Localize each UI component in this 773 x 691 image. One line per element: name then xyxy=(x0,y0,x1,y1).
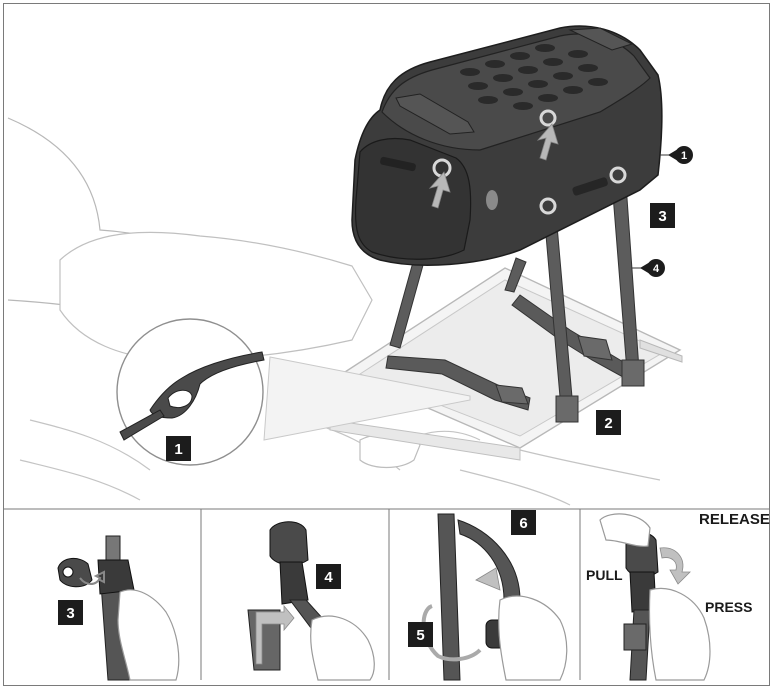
d-ring-side-1 xyxy=(539,197,557,215)
rotate-arrow-icon xyxy=(475,567,501,591)
panel-badge-4: 4 xyxy=(316,564,341,589)
release-label: RELEASE xyxy=(699,511,770,528)
hand-outline xyxy=(648,587,711,681)
d-ring-side-2 xyxy=(609,166,627,184)
rack-straps xyxy=(385,294,641,411)
hand-outline xyxy=(498,595,568,681)
pull-label: PULL xyxy=(586,567,623,583)
svg-text:2: 2 xyxy=(604,415,612,432)
panel-badge-6: 6 xyxy=(511,510,536,535)
arrow-up-icon xyxy=(428,171,451,209)
panel-release: RELEASE PULL PRESS xyxy=(586,511,770,681)
callout-1-label: 1 xyxy=(681,150,687,162)
svg-text:4: 4 xyxy=(324,569,333,586)
curved-arrow-icon xyxy=(79,570,105,585)
press-label: PRESS xyxy=(705,599,752,615)
d-ring-top xyxy=(539,109,557,127)
arrow-right-icon xyxy=(255,604,295,665)
hand-outline xyxy=(117,589,180,681)
hand-outline xyxy=(599,513,651,547)
panel-badge-5: 5 xyxy=(408,622,433,647)
motorcycle-body-lines xyxy=(19,419,661,506)
magnifier-inset: 1 xyxy=(116,318,471,466)
svg-text:6: 6 xyxy=(519,515,527,532)
arrow-up-icon xyxy=(536,123,559,161)
callout-marker-1: 1 xyxy=(668,146,693,164)
rotate-arrow-icon xyxy=(421,604,482,662)
lid-pattern xyxy=(460,44,608,110)
panel-badge-3: 3 xyxy=(58,600,83,625)
callout-marker-4: 4 xyxy=(640,259,665,277)
svg-text:1: 1 xyxy=(174,441,182,458)
panel-step-4: 4 xyxy=(247,521,375,681)
tail-bag xyxy=(351,25,663,266)
inset-step-badge-1: 1 xyxy=(166,436,191,461)
panel-step-3: 3 xyxy=(57,535,180,681)
main-illustration: 1 4 3 2 1 xyxy=(7,25,693,506)
callout-4-label: 4 xyxy=(653,263,660,275)
panel-step-5-6: 6 5 xyxy=(408,510,568,681)
curved-arrow-icon xyxy=(659,547,691,585)
svg-text:3: 3 xyxy=(66,605,74,622)
hand-outline xyxy=(310,615,375,681)
svg-text:3: 3 xyxy=(658,208,666,225)
step-badge-2: 2 xyxy=(596,410,621,435)
svg-text:5: 5 xyxy=(416,627,424,644)
step-badge-3: 3 xyxy=(650,203,675,228)
